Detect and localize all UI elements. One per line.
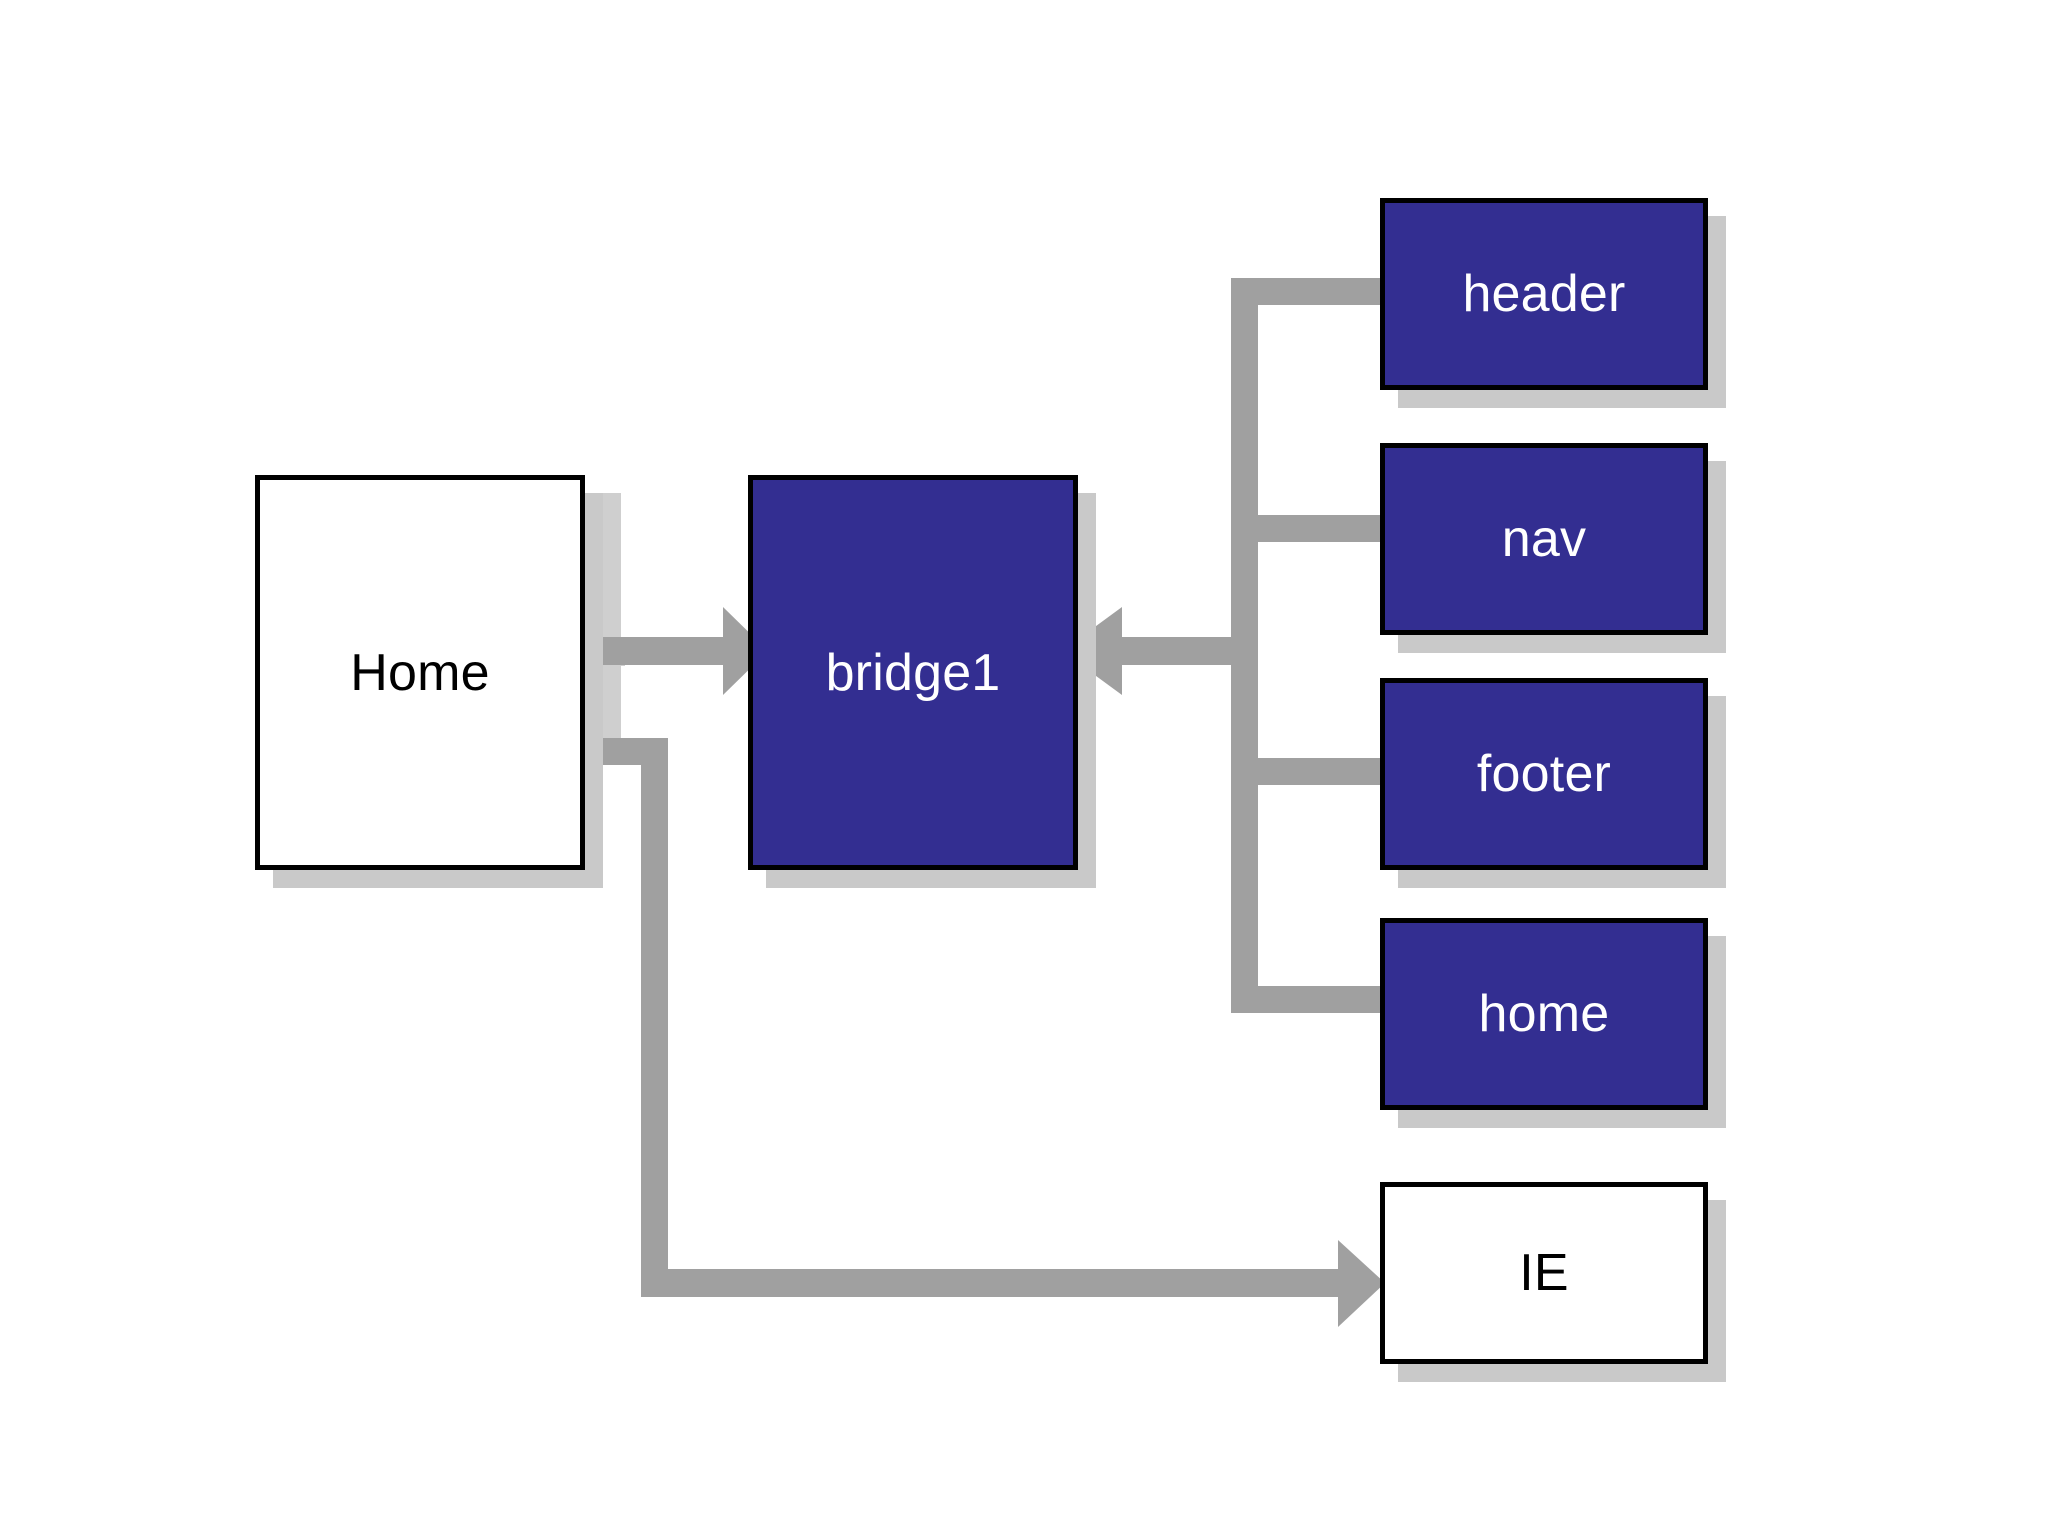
node-label-ie: IE [1519,1244,1569,1302]
edge-trunk-nav [1231,515,1383,542]
edge-trunk-header [1231,278,1383,305]
node-label-bridge1: bridge1 [825,643,1001,702]
edge-home-to-bridge1 [583,607,768,695]
node-label-header: header [1462,265,1626,323]
node-label-nav: nav [1501,510,1587,568]
edge-tree-to-bridge1-shaft [1120,637,1240,665]
edge-trunk-footer [1231,758,1383,785]
node-home-module[interactable]: home [1380,918,1708,1110]
edge-home-to-ie-vertical [641,738,668,1283]
node-bridge1[interactable]: bridge1 [748,475,1078,870]
node-label-home-page: Home [350,643,490,702]
node-header[interactable]: header [1380,198,1708,390]
node-ie[interactable]: IE [1380,1182,1708,1364]
edge-home-to-ie-shaft [641,1269,1351,1297]
node-footer[interactable]: footer [1380,678,1708,870]
node-label-footer: footer [1476,745,1612,803]
node-label-home-module: home [1478,985,1610,1043]
edge-trunk-home [1231,986,1383,1013]
node-nav[interactable]: nav [1380,443,1708,635]
edge-home-to-bridge1-shaft [583,637,723,665]
node-home-page[interactable]: Home [255,475,585,870]
edge-home-to-bridge1-arrowhead [723,607,768,695]
edge-home-to-ie-arrowhead [1338,1240,1385,1327]
